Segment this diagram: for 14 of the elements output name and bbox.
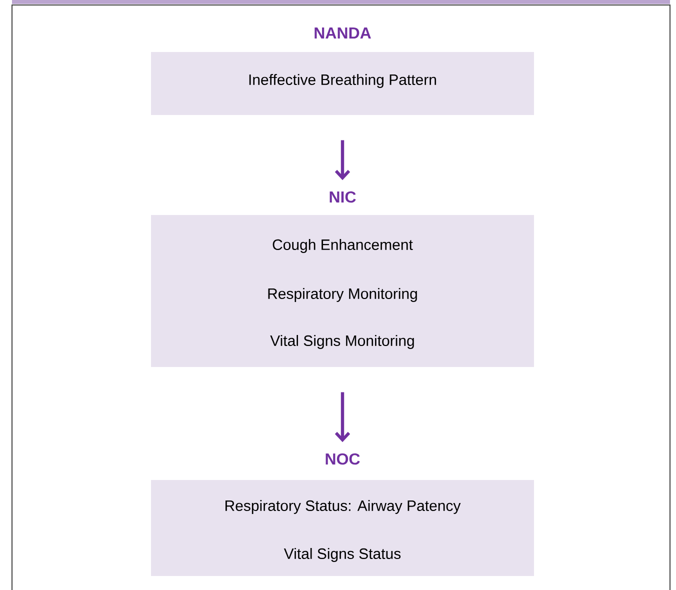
arrow — [334, 140, 350, 180]
box-text: Respiratory Status: Airway Patency — [226, 500, 461, 514]
box-text: Cough Enhancement — [272, 239, 413, 253]
text-box — [151, 215, 534, 367]
arrow — [334, 392, 350, 442]
box-text: Respiratory Monitoring — [268, 288, 417, 302]
box-text: Vital Signs Monitoring — [270, 335, 414, 349]
heading: NOC — [326, 453, 360, 465]
heading: NIC — [330, 191, 356, 203]
text-box — [151, 480, 534, 576]
box-text: Vital Signs Status — [284, 548, 401, 562]
heading: NANDA — [314, 28, 371, 38]
box-text: Ineffective Breathing Pattern — [249, 74, 436, 88]
text-box — [151, 52, 534, 115]
